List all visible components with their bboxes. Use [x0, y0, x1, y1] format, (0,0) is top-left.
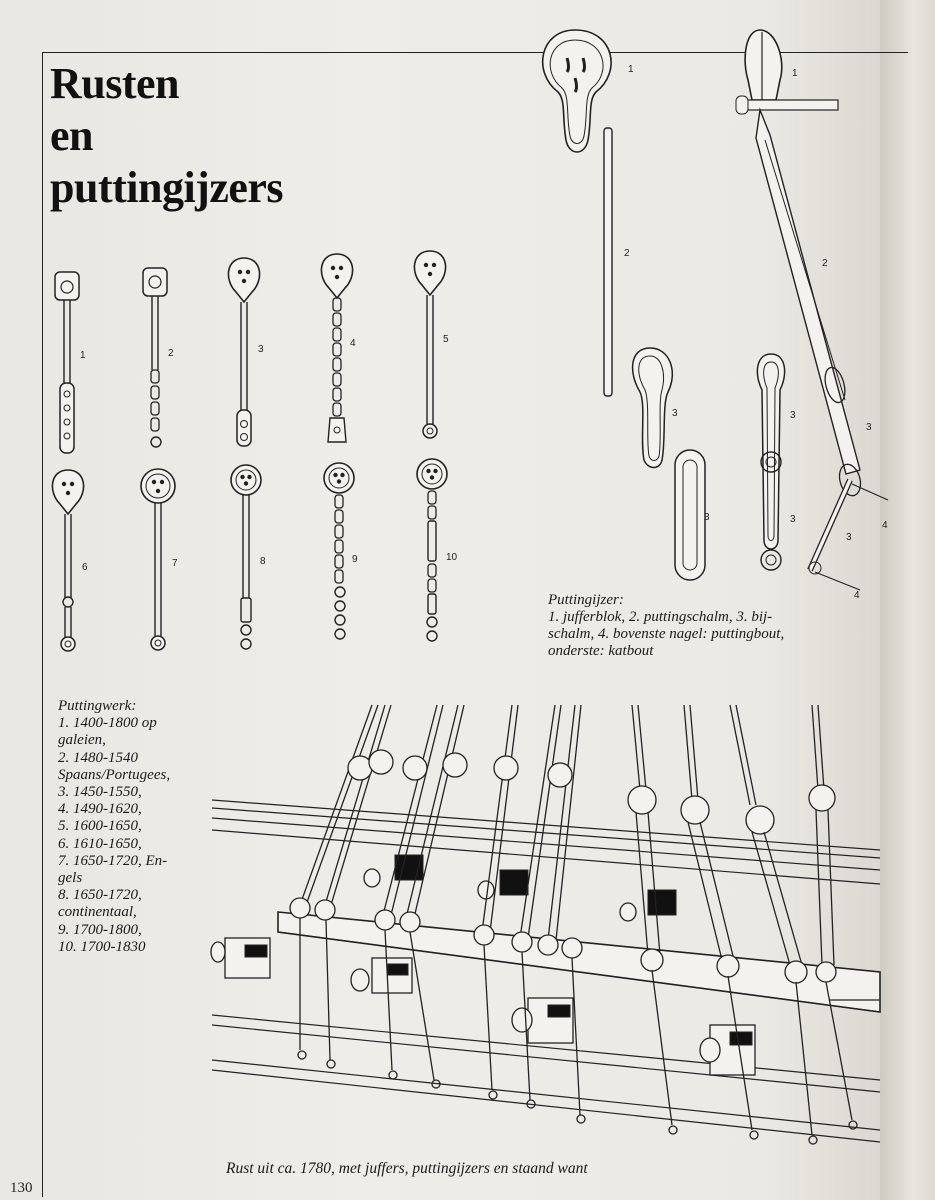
detail-right-label-2: 2: [822, 258, 828, 269]
fig-label-9: 9: [352, 554, 358, 565]
puttingwerk-caption-line: 3. 1450-1550,: [58, 784, 142, 801]
bottom-figure-caption: Rust uit ca. 1780, met juffers, puttingi…: [226, 1160, 588, 1177]
puttingijzer-caption-line: 1. jufferblok, 2. puttingschalm, 3. bij-: [548, 609, 773, 625]
fitting-2: [142, 267, 168, 448]
detail-right-label-3b: 3: [790, 514, 796, 525]
puttingwerk-caption: Puttingwerk: 1. 1400-1800 op galeien, 2.…: [58, 698, 208, 956]
fitting-8: [230, 464, 262, 650]
shroud-group-7: [729, 704, 818, 1145]
puttingijzer-caption-line: schalm, 4. bovenste nagel: puttingbout,: [548, 626, 785, 642]
puttingwerk-caption-line: 4. 1490-1620,: [58, 801, 142, 818]
puttingwerk-caption-line: 2. 1480-1540: [58, 749, 138, 766]
title-line-2: en: [50, 111, 94, 160]
shroud-group-4: [511, 704, 586, 1124]
shroud-group-2: [374, 704, 468, 1089]
detail-left-link-a-inner: [638, 355, 664, 461]
fitting-9: [323, 462, 355, 640]
puttingwerk-caption-line: 5. 1600-1650,: [58, 818, 142, 835]
fitting-1: [54, 271, 80, 454]
detail-left-link-a: [631, 347, 673, 469]
shroud-group-3: [473, 704, 519, 1100]
fitting-10: [416, 458, 448, 642]
fitting-5: [413, 250, 447, 439]
detail-left-link-b-inner: [682, 459, 698, 571]
title-line-3: puttingijzers: [50, 163, 284, 212]
shrouds: [289, 704, 858, 1145]
detail-left-deadeye: [541, 29, 612, 153]
detail-right-label-3c: 3: [866, 422, 872, 433]
channel-scene: [210, 799, 881, 1143]
puttingijzer-caption-line: onderste: katbout: [548, 643, 654, 659]
fig-label-1: 1: [80, 350, 86, 361]
fig-label-2: 2: [168, 348, 174, 359]
fig-label-8: 8: [260, 556, 266, 567]
puttingwerk-caption-line: galeien,: [58, 732, 106, 749]
fig-label-3: 3: [258, 344, 264, 355]
puttingijzer-caption-heading: Puttingijzer:: [548, 592, 624, 608]
fitting-7: [140, 468, 176, 651]
fitting-4: [320, 253, 354, 443]
puttingwerk-caption-line: 6. 1610-1650,: [58, 835, 142, 852]
detail-left-label-2: 2: [624, 248, 630, 259]
shroud-group-6: [680, 704, 759, 1140]
puttingwerk-caption-line: 1. 1400-1800 op: [58, 715, 157, 732]
page-number: 130: [10, 1180, 33, 1196]
fig-label-5: 5: [443, 334, 449, 345]
detail-left-label-3a: 3: [672, 408, 678, 419]
shroud-group-1: [289, 704, 394, 1069]
puttingwerk-caption-line: 9. 1700-1800,: [58, 921, 142, 938]
detail-right-label-3d: 3: [846, 532, 852, 543]
detail-right-label-4b: 4: [854, 590, 860, 601]
puttingwerk-caption-heading: Puttingwerk:: [58, 698, 137, 714]
puttingijzer-caption: Puttingijzer: 1. jufferblok, 2. puttings…: [548, 592, 848, 660]
detail-right-label-4a: 4: [882, 520, 888, 531]
page-title: Rusten en puttingijzers: [50, 58, 284, 214]
puttingwerk-caption-line: 7. 1650-1720, En-: [58, 852, 168, 869]
shroud-group-8: [808, 704, 858, 1130]
detail-left-label-3b: 3: [704, 512, 710, 523]
book-page: [0, 0, 902, 1200]
page-frame: [42, 52, 908, 1197]
page-fold: [880, 0, 935, 1200]
fig-label-10: 10: [446, 552, 458, 563]
detail-left-link-b: [674, 449, 706, 581]
shroud-group-5: [627, 704, 678, 1135]
puttingwerk-caption-line: gels: [58, 870, 83, 887]
fig-label-4: 4: [350, 338, 356, 349]
detail-left-chainplate: [603, 127, 613, 397]
fig-label-6: 6: [82, 562, 88, 573]
detail-left-label-1: 1: [628, 64, 634, 75]
fig-label-7: 7: [172, 558, 178, 569]
puttingwerk-caption-line: Spaans/Portugees,: [58, 766, 171, 783]
puttingwerk-caption-line: continentaal,: [58, 904, 137, 921]
title-line-1: Rusten: [50, 59, 180, 108]
detail-right-label-1: 1: [792, 68, 798, 79]
puttingwerk-caption-line: 10. 1700-1830: [58, 938, 146, 955]
fitting-3: [227, 257, 261, 447]
detail-right-assembly: [735, 29, 889, 591]
puttingwerk-caption-line: 8. 1650-1720,: [58, 887, 142, 904]
fitting-6: [51, 469, 85, 652]
detail-right-label-3a: 3: [790, 410, 796, 421]
